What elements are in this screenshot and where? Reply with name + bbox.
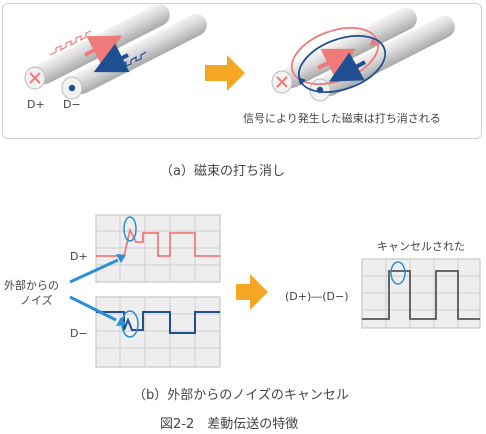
navy-signal-wave-left	[109, 51, 147, 72]
noise-highlight-dplus	[123, 216, 137, 242]
dplus-waveform	[96, 227, 220, 257]
wire-pair-right	[271, 7, 455, 102]
pink-signal-wave-left	[49, 30, 92, 56]
into-page-cross-right	[276, 76, 288, 88]
noise-label-line1: 外部からの	[4, 279, 59, 292]
wire-pair-left	[24, 3, 207, 100]
cancelled-highlight	[390, 261, 406, 285]
wire-label-dminus: D−	[63, 98, 81, 111]
scope-dminus	[95, 296, 221, 368]
scope-dplus	[95, 214, 221, 283]
out-of-page-dot-left	[68, 84, 76, 92]
wire-dplus-right	[280, 7, 417, 89]
scope-result	[361, 258, 481, 329]
scope-label-dminus: D−	[70, 327, 88, 340]
caption-a: （a）磁束の打ち消し	[160, 164, 285, 179]
result-waveform	[362, 270, 480, 320]
orange-arrow-a	[205, 55, 245, 91]
wire-dminus-left	[70, 13, 207, 95]
scope-label-dplus: D+	[70, 250, 88, 263]
orange-arrow-b	[236, 274, 268, 310]
flux-cancel-annotation: 信号により発生した磁束は打ち消される	[243, 112, 441, 125]
dminus-waveform	[96, 311, 220, 334]
into-page-cross-left	[29, 72, 41, 84]
caption-b: （b）外部からのノイズのキャンセル	[133, 388, 349, 403]
noise-arrow-dplus	[69, 258, 119, 284]
noise-label-line2: ノイズ	[20, 294, 53, 307]
navy-arrow-left	[93, 43, 130, 73]
figure-caption: 図2-2 差動伝送の特徴	[160, 417, 299, 432]
wire-label-dplus: D+	[27, 98, 45, 111]
cancelled-label: キャンセルされた	[377, 240, 465, 253]
noise-arrow-dminus	[69, 295, 117, 322]
difference-formula: (D+)―(D−)	[285, 290, 349, 303]
